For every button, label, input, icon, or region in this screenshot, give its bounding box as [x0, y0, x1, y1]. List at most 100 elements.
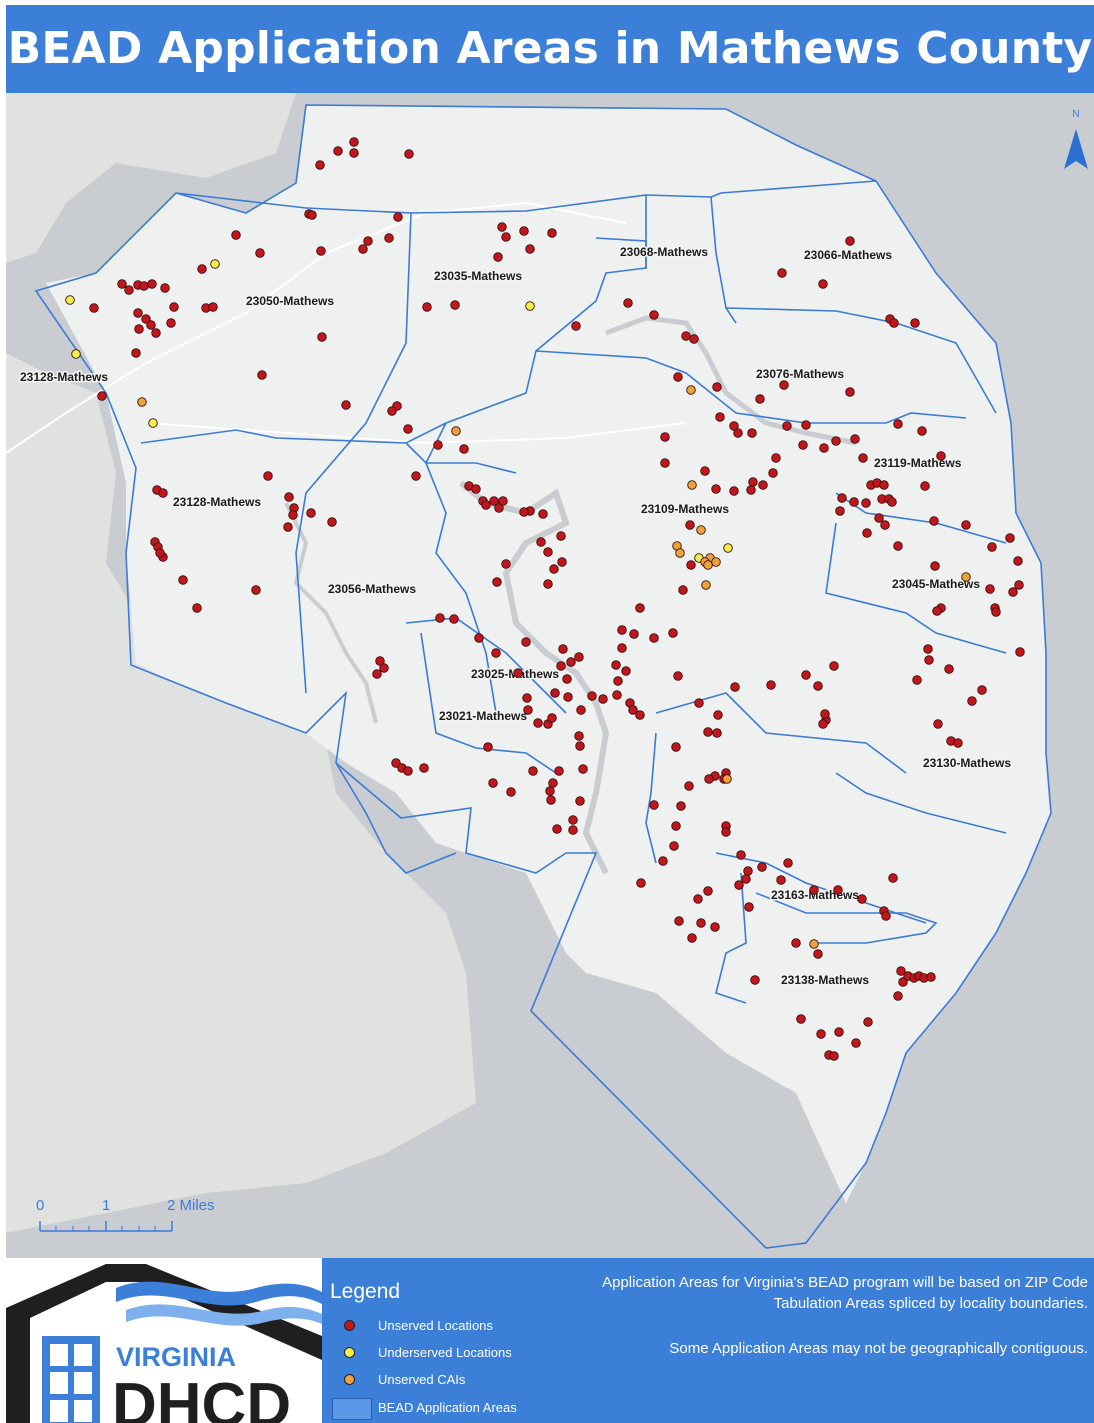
unserved-location-marker[interactable]: [932, 606, 942, 616]
unserved-cai-marker[interactable]: [722, 774, 732, 784]
unserved-location-marker[interactable]: [433, 440, 443, 450]
unserved-location-marker[interactable]: [284, 492, 294, 502]
unserved-location-marker[interactable]: [649, 633, 659, 643]
unserved-location-marker[interactable]: [474, 633, 484, 643]
underserved-location-marker[interactable]: [71, 349, 81, 359]
unserved-location-marker[interactable]: [920, 481, 930, 491]
unserved-location-marker[interactable]: [862, 528, 872, 538]
unserved-location-marker[interactable]: [501, 559, 511, 569]
unserved-location-marker[interactable]: [801, 670, 811, 680]
unserved-cai-marker[interactable]: [701, 580, 711, 590]
unserved-location-marker[interactable]: [791, 938, 801, 948]
underserved-location-marker[interactable]: [723, 543, 733, 553]
unserved-location-marker[interactable]: [571, 321, 581, 331]
unserved-location-marker[interactable]: [422, 302, 432, 312]
unserved-location-marker[interactable]: [528, 766, 538, 776]
unserved-location-marker[interactable]: [403, 424, 413, 434]
unserved-location-marker[interactable]: [562, 674, 572, 684]
unserved-location-marker[interactable]: [779, 380, 789, 390]
unserved-location-marker[interactable]: [801, 420, 811, 430]
unserved-location-marker[interactable]: [543, 579, 553, 589]
unserved-location-marker[interactable]: [910, 318, 920, 328]
unserved-location-marker[interactable]: [372, 669, 382, 679]
unserved-location-marker[interactable]: [358, 244, 368, 254]
unserved-location-marker[interactable]: [97, 391, 107, 401]
map-canvas[interactable]: N 23050-Mathews23035-Mathews23068-Mathew…: [6, 93, 1094, 1258]
unserved-location-marker[interactable]: [628, 705, 638, 715]
unserved-location-marker[interactable]: [197, 264, 207, 274]
unserved-location-marker[interactable]: [857, 894, 867, 904]
unserved-location-marker[interactable]: [926, 972, 936, 982]
unserved-location-marker[interactable]: [660, 458, 670, 468]
unserved-location-marker[interactable]: [771, 453, 781, 463]
unserved-location-marker[interactable]: [923, 644, 933, 654]
unserved-location-marker[interactable]: [471, 484, 481, 494]
unserved-location-marker[interactable]: [977, 685, 987, 695]
unserved-location-marker[interactable]: [611, 660, 621, 670]
unserved-location-marker[interactable]: [712, 728, 722, 738]
unserved-location-marker[interactable]: [685, 520, 695, 530]
unserved-location-marker[interactable]: [578, 764, 588, 774]
unserved-location-marker[interactable]: [1013, 556, 1023, 566]
unserved-location-marker[interactable]: [288, 510, 298, 520]
unserved-location-marker[interactable]: [858, 453, 868, 463]
unserved-location-marker[interactable]: [713, 710, 723, 720]
unserved-location-marker[interactable]: [552, 824, 562, 834]
unserved-location-marker[interactable]: [522, 693, 532, 703]
unserved-location-marker[interactable]: [636, 878, 646, 888]
unserved-location-marker[interactable]: [967, 696, 977, 706]
unserved-location-marker[interactable]: [563, 692, 573, 702]
unserved-location-marker[interactable]: [721, 827, 731, 837]
unserved-location-marker[interactable]: [263, 471, 273, 481]
unserved-location-marker[interactable]: [492, 577, 502, 587]
unserved-location-marker[interactable]: [930, 561, 940, 571]
unserved-location-marker[interactable]: [545, 786, 555, 796]
unserved-location-marker[interactable]: [676, 801, 686, 811]
unserved-location-marker[interactable]: [315, 160, 325, 170]
unserved-cai-marker[interactable]: [137, 397, 147, 407]
unserved-location-marker[interactable]: [349, 137, 359, 147]
unserved-location-marker[interactable]: [488, 778, 498, 788]
unserved-location-marker[interactable]: [798, 440, 808, 450]
unserved-location-marker[interactable]: [649, 310, 659, 320]
unserved-location-marker[interactable]: [403, 766, 413, 776]
unserved-location-marker[interactable]: [893, 991, 903, 1001]
unserved-location-marker[interactable]: [574, 731, 584, 741]
unserved-location-marker[interactable]: [493, 252, 503, 262]
unserved-location-marker[interactable]: [748, 477, 758, 487]
unserved-location-marker[interactable]: [519, 507, 529, 517]
unserved-location-marker[interactable]: [521, 637, 531, 647]
unserved-location-marker[interactable]: [139, 281, 149, 291]
unserved-location-marker[interactable]: [837, 493, 847, 503]
unserved-location-marker[interactable]: [506, 787, 516, 797]
unserved-location-marker[interactable]: [576, 705, 586, 715]
unserved-location-marker[interactable]: [700, 466, 710, 476]
unserved-location-marker[interactable]: [151, 328, 161, 338]
unserved-location-marker[interactable]: [961, 520, 971, 530]
unserved-location-marker[interactable]: [554, 766, 564, 776]
unserved-location-marker[interactable]: [411, 471, 421, 481]
unserved-location-marker[interactable]: [192, 603, 202, 613]
unserved-location-marker[interactable]: [169, 302, 179, 312]
unserved-location-marker[interactable]: [1014, 580, 1024, 590]
unserved-location-marker[interactable]: [933, 719, 943, 729]
unserved-location-marker[interactable]: [598, 694, 608, 704]
unserved-location-marker[interactable]: [306, 508, 316, 518]
underserved-location-marker[interactable]: [65, 295, 75, 305]
unserved-location-marker[interactable]: [703, 727, 713, 737]
unserved-location-marker[interactable]: [283, 522, 293, 532]
unserved-location-marker[interactable]: [375, 656, 385, 666]
unserved-location-marker[interactable]: [863, 1017, 873, 1027]
unserved-location-marker[interactable]: [936, 451, 946, 461]
unserved-location-marker[interactable]: [251, 585, 261, 595]
unserved-cai-marker[interactable]: [696, 525, 706, 535]
unserved-cai-marker[interactable]: [809, 939, 819, 949]
unserved-location-marker[interactable]: [831, 436, 841, 446]
unserved-location-marker[interactable]: [133, 308, 143, 318]
unserved-location-marker[interactable]: [155, 548, 165, 558]
unserved-location-marker[interactable]: [696, 918, 706, 928]
unserved-location-marker[interactable]: [704, 774, 714, 784]
unserved-location-marker[interactable]: [820, 709, 830, 719]
unserved-location-marker[interactable]: [687, 933, 697, 943]
